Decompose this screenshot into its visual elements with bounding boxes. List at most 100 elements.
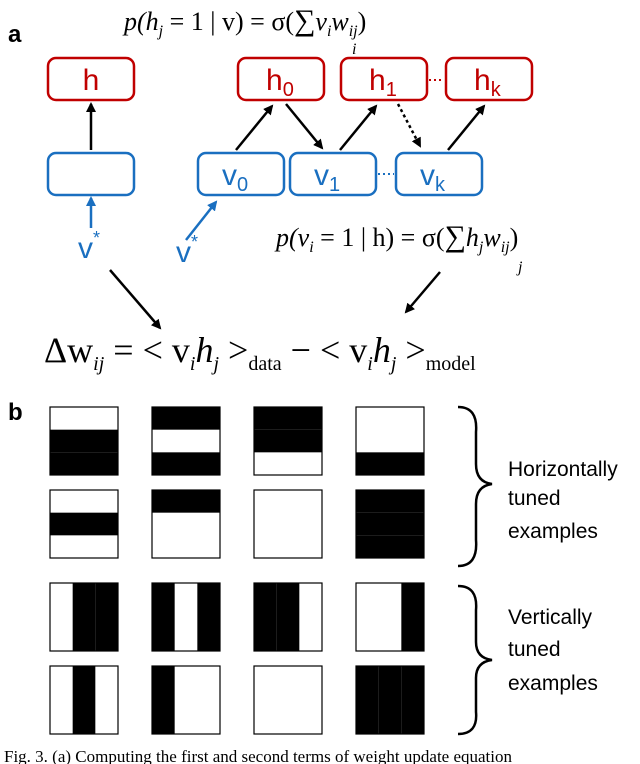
visible-unit-k bbox=[394, 151, 484, 197]
right-chain: h0 h1 hk v0 v1 vk v* bbox=[176, 56, 534, 269]
pattern-cell bbox=[253, 406, 323, 476]
pattern-cell bbox=[49, 406, 119, 476]
pattern-band bbox=[378, 666, 402, 734]
arrow-h1-vk-dotted bbox=[396, 103, 422, 148]
pattern-border bbox=[151, 406, 221, 476]
left-hidden-unit bbox=[46, 56, 136, 102]
pattern-border bbox=[151, 582, 221, 652]
arrow-vk-hk bbox=[447, 104, 486, 151]
pattern-band bbox=[401, 583, 424, 651]
right-input-label: v* bbox=[176, 232, 198, 269]
eq-h-lhs: p(h bbox=[122, 7, 159, 36]
eq-h-sigma: ∑ bbox=[294, 4, 315, 37]
visible-unit-0 bbox=[196, 151, 286, 197]
pattern-cell bbox=[355, 665, 425, 735]
pattern-cell bbox=[253, 489, 323, 559]
pattern-cell bbox=[49, 489, 119, 559]
pattern-band bbox=[356, 452, 424, 475]
pattern-border bbox=[49, 489, 119, 559]
pattern-band bbox=[152, 452, 220, 475]
hidden-unit-1-label: h1 bbox=[369, 64, 397, 101]
arrow-data-term bbox=[109, 269, 162, 330]
pattern-border bbox=[253, 582, 323, 652]
eq-h-lhs-sub: j bbox=[157, 23, 164, 40]
hidden-activation-equation: p(hj = 1 | v) = σ(∑viwij) i bbox=[122, 4, 366, 58]
pattern-band bbox=[152, 583, 175, 651]
svg-text:p(hj = 1 | v) = σ(∑viwij): p(hj = 1 | v) = σ(∑viwij) bbox=[122, 4, 366, 40]
eq-h-w: w bbox=[331, 7, 349, 36]
hidden-unit-0 bbox=[236, 56, 326, 102]
eq-v-sigma-sub: j bbox=[516, 259, 523, 276]
pattern-band bbox=[276, 583, 300, 651]
vertical-label-line1: Vertically bbox=[508, 606, 593, 629]
hidden-unit-1 bbox=[339, 56, 429, 102]
pattern-cell bbox=[49, 582, 119, 652]
svg-text:Δwij = < vihj >data − < vihj >: Δwij = < vihj >data − < vihj >model bbox=[44, 330, 476, 375]
pattern-band bbox=[152, 490, 220, 513]
pattern-band bbox=[254, 429, 322, 453]
pattern-band bbox=[50, 429, 118, 453]
pattern-cell bbox=[355, 406, 425, 476]
pattern-border bbox=[49, 582, 119, 652]
pattern-grid bbox=[49, 406, 425, 735]
horizontal-label-line1: Horizontally bbox=[508, 458, 618, 481]
eq-h-term-sub: i bbox=[327, 23, 331, 40]
pattern-cell bbox=[253, 665, 323, 735]
pattern-band bbox=[254, 407, 322, 430]
pattern-band bbox=[356, 512, 424, 536]
horizontal-brace bbox=[457, 405, 493, 568]
arrow-h0-v1 bbox=[285, 103, 324, 150]
pattern-band bbox=[50, 512, 118, 536]
left-input-label: v* bbox=[78, 228, 100, 265]
left-hidden-label: h bbox=[83, 64, 100, 97]
visible-unit-k-label: vk bbox=[420, 159, 446, 196]
hidden-unit-0-label: h0 bbox=[266, 64, 294, 101]
visible-unit-0-label: v0 bbox=[222, 159, 248, 196]
arrow-v0-h0 bbox=[235, 104, 274, 151]
pattern-band bbox=[356, 666, 379, 734]
panel-a-label: a bbox=[8, 21, 22, 48]
pattern-band bbox=[50, 452, 118, 475]
left-chain: h v* bbox=[46, 56, 136, 265]
pattern-cell bbox=[355, 582, 425, 652]
arrow-model-term bbox=[404, 271, 441, 314]
eq-h-term: v bbox=[315, 7, 327, 36]
pattern-band bbox=[254, 583, 277, 651]
right-input-arrow bbox=[185, 200, 218, 241]
figure-caption: Fig. 3. (a) Computing the first and seco… bbox=[4, 747, 513, 764]
eq-h-mid: = 1 | v) = σ( bbox=[163, 7, 294, 36]
pattern-cell bbox=[253, 582, 323, 652]
visible-unit-1-label: v1 bbox=[314, 159, 340, 196]
pattern-band bbox=[401, 666, 424, 734]
pattern-band bbox=[356, 535, 424, 558]
pattern-border bbox=[253, 406, 323, 476]
pattern-band bbox=[72, 666, 96, 734]
pattern-border bbox=[253, 489, 323, 559]
eq-h-close: ) bbox=[358, 7, 367, 36]
pattern-band bbox=[356, 490, 424, 513]
pattern-border bbox=[49, 406, 119, 476]
horizontal-label-line3: examples bbox=[508, 520, 598, 543]
left-visible-unit bbox=[46, 151, 136, 197]
eq-h-sigma-sub: i bbox=[352, 41, 356, 58]
pattern-border bbox=[151, 489, 221, 559]
panel-b-label: b bbox=[8, 399, 23, 426]
pattern-cell bbox=[151, 406, 221, 476]
arrow-v1-h1 bbox=[339, 104, 378, 151]
pattern-band bbox=[197, 583, 220, 651]
pattern-band bbox=[95, 583, 118, 651]
svg-text:p(vi = 1 | h) = σ(∑hjwij): p(vi = 1 | h) = σ(∑hjwij) bbox=[274, 220, 518, 256]
pattern-cell bbox=[49, 665, 119, 735]
pattern-border bbox=[355, 582, 425, 652]
hidden-unit-k bbox=[444, 56, 534, 102]
pattern-band bbox=[152, 666, 175, 734]
pattern-border bbox=[253, 665, 323, 735]
eq-h-w-sub: ij bbox=[349, 23, 358, 40]
pattern-cell bbox=[151, 665, 221, 735]
visible-unit-1 bbox=[288, 151, 378, 197]
pattern-band bbox=[72, 583, 96, 651]
pattern-border bbox=[355, 665, 425, 735]
pattern-cell bbox=[151, 582, 221, 652]
vertical-label-line2: tuned bbox=[508, 638, 561, 661]
